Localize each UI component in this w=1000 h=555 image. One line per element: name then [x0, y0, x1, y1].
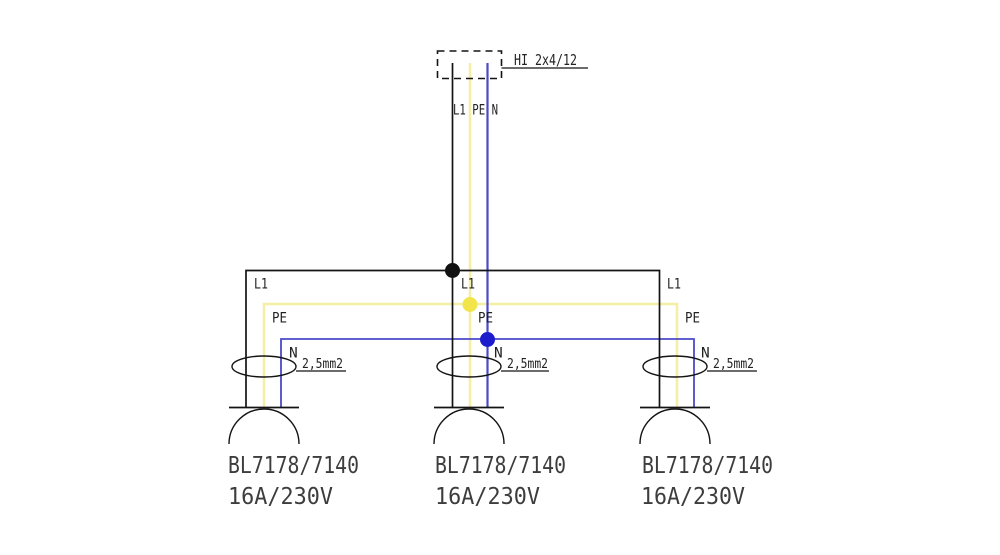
supply-cable-box — [436, 50, 503, 80]
branch-2-socket-arc — [433, 408, 505, 445]
branch-3-pe-label: PE — [685, 311, 700, 327]
branch-3-n-label: N — [701, 346, 710, 362]
branch-2-cross-section-label: 2,5mm2 — [507, 356, 548, 372]
branch-2: L1 PE N 2,5mm2 BL7178/7140 16A/230V — [433, 277, 566, 510]
branch-1: L1 PE N 2,5mm2 BL7178/7140 16A/230V — [228, 277, 359, 511]
branch-3: L1 PE N 2,5mm2 BL7178/7140 16A/230V — [639, 277, 773, 510]
branch-1-terminal-ellipse — [231, 355, 297, 378]
n-junction-dot — [480, 332, 495, 347]
branch-2-l1-label: L1 — [461, 277, 475, 293]
branch-2-terminal-ellipse — [436, 355, 502, 378]
l1-junction-dot — [445, 263, 460, 278]
branch-2-device-model-label: BL7178/7140 — [435, 453, 566, 479]
branch-1-n-label: N — [289, 346, 298, 362]
supply-conductors-label: L1 PE N — [453, 103, 498, 119]
branch-3-device-rating-label: 16A/230V — [641, 484, 745, 510]
supply-cable-label: HI 2x4/12 — [514, 51, 577, 69]
branch-2-n-label: N — [494, 346, 503, 362]
branch-2-pe-label: PE — [478, 311, 493, 327]
branch-1-socket-arc — [228, 408, 300, 445]
pe-junction-dot — [462, 297, 478, 312]
branch-1-cross-section-label: 2,5mm2 — [302, 356, 343, 372]
branch-1-pe-label: PE — [272, 311, 287, 327]
branch-1-device-model-label: BL7178/7140 — [228, 453, 359, 479]
branch-3-l1-label: L1 — [667, 277, 681, 293]
branch-3-terminal-ellipse — [642, 355, 708, 378]
branch-3-cross-section-label: 2,5mm2 — [713, 356, 754, 372]
branch-2-device-rating-label: 16A/230V — [435, 484, 540, 510]
branch-3-device-model-label: BL7178/7140 — [642, 453, 773, 479]
branch-1-l1-label: L1 — [254, 277, 268, 293]
branch-1-device-rating-label: 16A/230V — [228, 484, 333, 510]
branch-3-socket-arc — [639, 408, 711, 445]
